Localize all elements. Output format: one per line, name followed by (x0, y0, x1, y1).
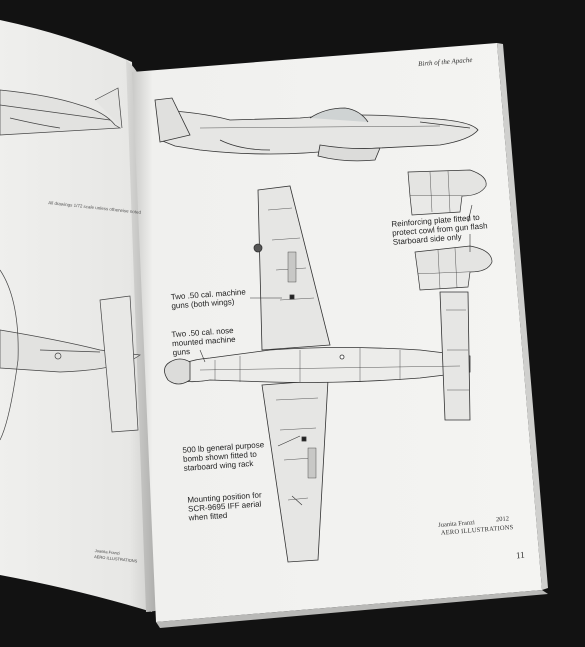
left-page-drawings (0, 87, 141, 441)
left-page (0, 20, 152, 612)
right-page-edge (497, 43, 548, 590)
page-number: 11 (515, 549, 526, 561)
callout-leaders (199, 204, 473, 506)
plan-view (164, 185, 471, 563)
credit-year: 2012 (495, 515, 510, 524)
book-bottom-edge (156, 590, 548, 628)
callout-aerial: Mounting position for SCR-9695 IFF aeria… (187, 490, 262, 523)
callout-bomb: 500 lb general purpose bomb shown fitted… (182, 440, 265, 473)
cowl-detail-lower (414, 245, 493, 291)
side-view-fuselage (154, 97, 479, 162)
cowl-detail-upper (407, 169, 487, 216)
callout-nose-guns: Two .50 cal. nose mounted machine guns (171, 325, 236, 358)
